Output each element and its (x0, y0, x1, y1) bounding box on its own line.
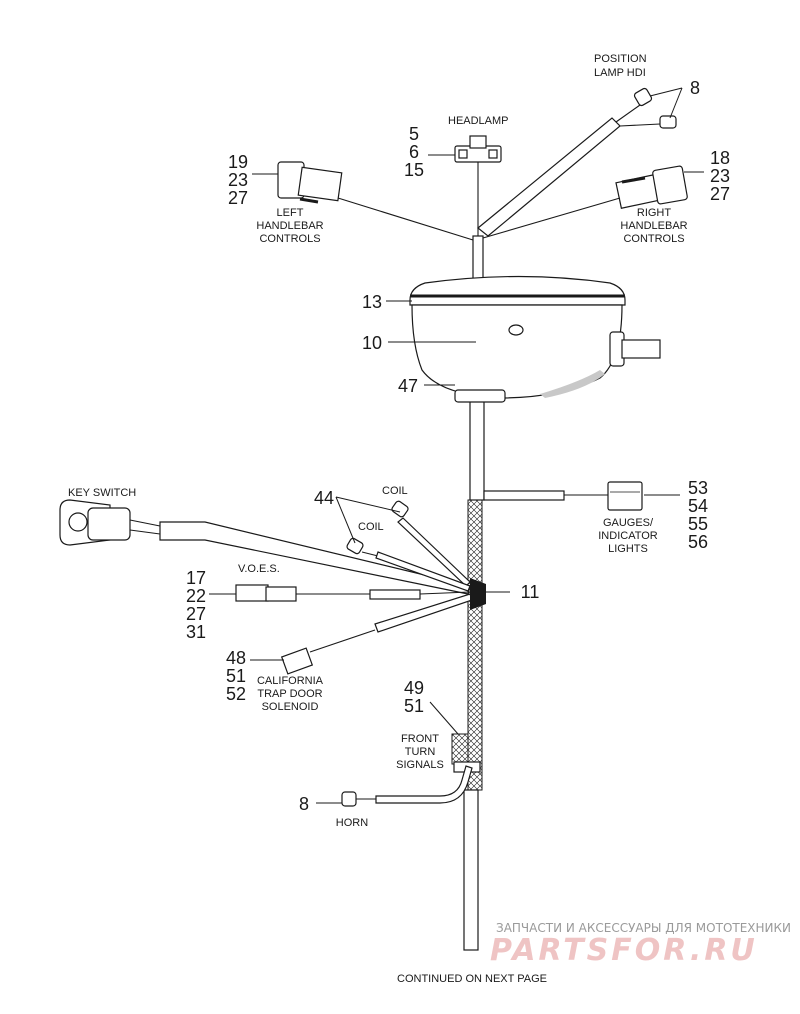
front-turn-label-line2: TURN (405, 746, 436, 758)
callout-right-controls-18: 18 (710, 148, 730, 168)
right-controls-label-line1: RIGHT (637, 207, 672, 219)
callout-gauges-53: 53 (688, 478, 708, 498)
front-turn-label-line3: SIGNALS (396, 759, 444, 771)
coil-upper-label: COIL (382, 485, 408, 497)
left-controls-label-line1: LEFT (277, 207, 304, 219)
voes-connector (235, 584, 471, 602)
callout-headlamp-15: 15 (404, 160, 424, 180)
callout-gauges-55: 55 (688, 514, 708, 534)
front-turn-label-line1: FRONT (401, 733, 439, 745)
callout-front-turn-49: 49 (404, 678, 424, 698)
callout-california-48: 48 (226, 648, 246, 668)
headlamp-housing (409, 275, 661, 403)
gauges-connector (483, 481, 643, 511)
position-lamp-label-line2: LAMP HDI (594, 67, 646, 79)
watermark: ЗАПЧАСТИ И АКСЕССУАРЫ ДЛЯ МОТОТЕХНИКИ PA… (490, 921, 791, 968)
callout-california-52: 52 (226, 684, 246, 704)
headlamp-connector (454, 135, 502, 236)
right-handlebar-controls-connector (482, 165, 688, 239)
position-lamp-label-line1: POSITION (594, 53, 647, 65)
coil-lower-label: COIL (358, 521, 384, 533)
gauges-label-line3: LIGHTS (608, 543, 648, 555)
callout-headlamp-mount-47: 47 (398, 376, 418, 396)
callout-left-controls-23: 23 (228, 170, 248, 190)
headlamp-label: HEADLAMP (448, 115, 509, 127)
watermark-tagline: ЗАПЧАСТИ И АКСЕССУАРЫ ДЛЯ МОТОТЕХНИКИ (496, 921, 791, 935)
component-labels: POSITION LAMP HDI HEADLAMP LEFT HANDLEBA… (68, 53, 688, 985)
left-controls-label-line2: HANDLEBAR (256, 220, 323, 232)
callout-left-controls-19: 19 (228, 152, 248, 172)
callout-right-controls-27: 27 (710, 184, 730, 204)
key-switch (59, 499, 471, 595)
callout-junction-11: 11 (521, 582, 540, 602)
callout-left-controls-27: 27 (228, 188, 248, 208)
callout-coil-44: 44 (314, 488, 334, 508)
callout-right-controls-23: 23 (710, 166, 730, 186)
horn-connector (341, 765, 473, 807)
callout-voes-27: 27 (186, 604, 206, 624)
right-controls-label-line2: HANDLEBAR (620, 220, 687, 232)
position-lamp-harness (477, 87, 677, 237)
left-handlebar-controls-connector (277, 161, 474, 241)
callout-california-51: 51 (226, 666, 246, 686)
gauges-label-line2: INDICATOR (598, 530, 658, 542)
voes-label: V.O.E.S. (238, 563, 280, 575)
junction-clamp (470, 578, 486, 610)
callout-front-turn-51: 51 (404, 696, 424, 716)
callout-headlamp-5: 5 (409, 124, 419, 144)
callout-voes-31: 31 (186, 622, 206, 642)
key-switch-label: KEY SWITCH (68, 487, 136, 499)
right-controls-label-line3: CONTROLS (623, 233, 684, 245)
callout-horn-8: 8 (299, 794, 309, 814)
callout-gauges-56: 56 (688, 532, 708, 552)
horn-label: HORN (336, 817, 368, 829)
callout-voes-22: 22 (186, 586, 206, 606)
watermark-brand: PARTSFOR.RU (490, 933, 758, 968)
callout-voes-17: 17 (186, 568, 206, 588)
callout-gauges-54: 54 (688, 496, 708, 516)
callout-headlamp-body-10: 10 (362, 333, 382, 353)
california-label-line3: SOLENOID (262, 701, 319, 713)
california-label-line2: TRAP DOOR (257, 688, 322, 700)
callout-numbers: 8 5 6 15 19 23 27 18 23 27 13 10 47 53 5… (186, 78, 730, 814)
gauges-label-line1: GAUGES/ (603, 517, 654, 529)
coil-connectors (346, 500, 471, 592)
callout-headlamp-6: 6 (409, 142, 419, 162)
continued-label: CONTINUED ON NEXT PAGE (397, 973, 547, 985)
california-solenoid-connector (280, 593, 473, 675)
callout-position-lamp-8: 8 (690, 78, 700, 98)
california-label-line1: CALIFORNIA (257, 675, 324, 687)
leader-lines (209, 87, 704, 804)
main-harness-trunk (463, 235, 485, 951)
left-controls-label-line3: CONTROLS (259, 233, 320, 245)
callout-headlamp-ring-13: 13 (362, 292, 382, 312)
